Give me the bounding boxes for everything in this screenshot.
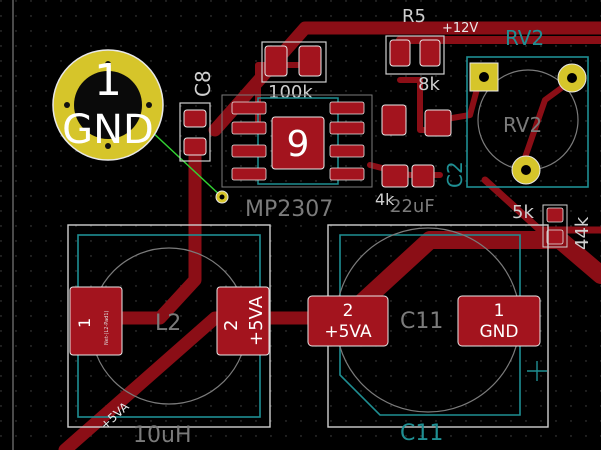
trace-gnd-right[interactable] <box>481 176 601 234</box>
r5-value: 8k <box>418 74 440 95</box>
ic-pin[interactable] <box>329 121 365 135</box>
r-100k-value: 100k <box>268 82 313 103</box>
c11-ref-fab: C11 <box>400 421 443 446</box>
component-cluster-mid[interactable]: C2 22uF 4k <box>375 104 467 217</box>
rv2-ref-top: RV2 <box>505 26 544 50</box>
trace-12v-top[interactable] <box>208 21 601 137</box>
l2-ref: L2 <box>155 311 181 336</box>
ic-pin[interactable] <box>329 144 365 158</box>
c8-pad-1[interactable] <box>183 109 207 128</box>
trace-sw[interactable] <box>93 141 202 325</box>
c2-value: 22uF <box>390 196 435 217</box>
c11-ref: C11 <box>400 309 443 334</box>
component-r5[interactable]: R5 8k <box>385 6 445 95</box>
r5-pad-1[interactable] <box>389 39 411 67</box>
mounting-pad-ring-dot <box>64 102 70 108</box>
mounting-pad-ring-dot <box>105 143 111 149</box>
mounting-pad-ring-dot <box>105 61 111 67</box>
c8-ref: C8 <box>191 70 215 97</box>
r-44k-pad-1[interactable] <box>546 207 564 223</box>
c2-ref: C2 <box>443 161 467 188</box>
mounting-pad-gnd[interactable]: 1 GND <box>52 49 164 161</box>
net-label-12v: +12V <box>442 21 478 36</box>
l2-pad-2-number: 2 <box>221 320 242 331</box>
ic-thermal-pad-number: 9 <box>287 124 310 165</box>
ic-pin[interactable] <box>231 144 267 158</box>
c8-pad-2[interactable] <box>183 137 207 156</box>
ic-thermal-pad[interactable] <box>271 116 325 170</box>
component-r-44k[interactable]: 44k 5k <box>512 202 593 250</box>
ic-pin[interactable] <box>231 121 267 135</box>
c11-pad-1-number: 1 <box>494 301 505 321</box>
l2-value: 10uH <box>133 423 191 448</box>
mounting-pad-number: 1 <box>94 55 122 106</box>
trace-5va-diag[interactable] <box>58 311 352 450</box>
mounting-pad-ring-dot <box>146 102 152 108</box>
r5-pad-2[interactable] <box>419 39 441 67</box>
ic-pin[interactable] <box>329 101 365 115</box>
r-5k-value: 5k <box>512 202 534 223</box>
mounting-pad-net: GND <box>62 107 154 153</box>
trace-5va-long[interactable] <box>336 231 601 327</box>
r-4k-value: 4k <box>375 190 395 209</box>
c11-pad-2[interactable] <box>307 295 389 347</box>
rv2-ref: RV2 <box>503 113 542 137</box>
ic-pin[interactable] <box>231 101 267 115</box>
l2-pad-1-number: 1 <box>75 318 94 328</box>
component-mp2307[interactable]: 9 MP2307 <box>221 94 373 222</box>
ratsnest-line <box>149 129 223 198</box>
l2-pad-2-net: +5VA <box>246 295 267 346</box>
r5-ref: R5 <box>402 6 426 27</box>
r-100k-pad-1[interactable] <box>264 45 288 77</box>
l2-pad-2[interactable] <box>216 286 270 356</box>
l2-pad-1-tag: Net-(L2-Pad1) <box>104 310 110 345</box>
component-c11[interactable]: 2 +5VA 1 GND C11 C11 <box>307 224 549 446</box>
r-44k-value: 44k <box>572 216 593 250</box>
component-l2[interactable]: 1 Net-(L2-Pad1) 2 +5VA L2 10uH <box>67 224 271 448</box>
component-c8[interactable]: C8 <box>179 70 215 162</box>
c11-pad-2-net: +5VA <box>324 322 372 342</box>
c11-pad-1[interactable] <box>457 295 541 347</box>
ic-ref: MP2307 <box>245 197 333 222</box>
c11-pad-2-number: 2 <box>343 301 354 321</box>
r-44k-pad-2[interactable] <box>546 229 564 245</box>
r-100k-pad-2[interactable] <box>298 45 322 77</box>
c11-pad-1-net: GND <box>480 322 519 342</box>
ic-pin[interactable] <box>329 167 365 181</box>
l2-pad-1[interactable] <box>69 286 123 356</box>
via-small[interactable] <box>215 190 229 204</box>
ic-pin[interactable] <box>231 167 267 181</box>
component-rv2[interactable]: RV2 RV2 <box>466 26 589 188</box>
